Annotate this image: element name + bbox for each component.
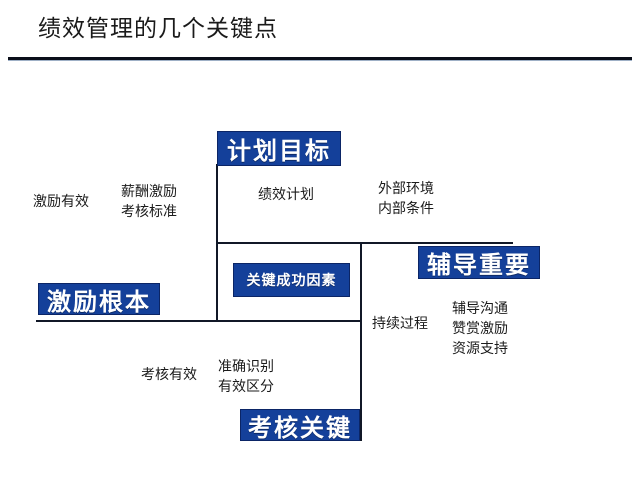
label-praise-incentive: 赞赏激励	[452, 321, 508, 337]
box-plan-goal[interactable]: 计划目标	[217, 131, 341, 166]
label-resource-support: 资源支持	[452, 341, 508, 357]
label-effective-distinguish: 有效区分	[218, 379, 274, 395]
label-coaching-communication: 辅导沟通	[452, 301, 508, 317]
label-motivation-effective: 激励有效	[33, 194, 89, 210]
box-plan-goal-label: 计划目标	[227, 137, 331, 165]
label-appraisal-standard: 考核标准	[121, 204, 177, 220]
label-internal-condition: 内部条件	[378, 201, 434, 217]
connector-vertical-middle	[216, 244, 218, 322]
label-continuous-process: 持续过程	[372, 316, 428, 332]
connector-horizontal-upper	[216, 242, 513, 244]
box-coaching-matters[interactable]: 辅导重要	[418, 246, 540, 279]
box-appraisal-key[interactable]: 考核关键	[240, 409, 360, 442]
connector-horizontal-center	[216, 320, 362, 322]
title-divider-accent	[8, 60, 632, 61]
box-coaching-matters-label: 辅导重要	[427, 251, 531, 279]
box-success-factors-label: 关键成功因素	[246, 273, 337, 289]
box-appraisal-key-label: 考核关键	[248, 413, 352, 442]
title-divider	[8, 57, 632, 60]
label-accurate-identify: 准确识别	[218, 359, 274, 375]
page-title: 绩效管理的几个关键点	[38, 16, 278, 42]
connector-horizontal-left	[36, 320, 218, 322]
label-pay-incentive: 薪酬激励	[121, 184, 177, 200]
connector-vertical-right	[360, 243, 362, 441]
label-performance-plan: 绩效计划	[258, 187, 314, 203]
box-motivation-root[interactable]: 激励根本	[38, 283, 160, 316]
connector-vertical-plan	[216, 164, 218, 244]
box-motivation-root-label: 激励根本	[47, 287, 151, 316]
label-external-env: 外部环境	[378, 181, 434, 197]
label-appraisal-effective: 考核有效	[141, 367, 197, 383]
box-success-factors[interactable]: 关键成功因素	[233, 263, 350, 297]
